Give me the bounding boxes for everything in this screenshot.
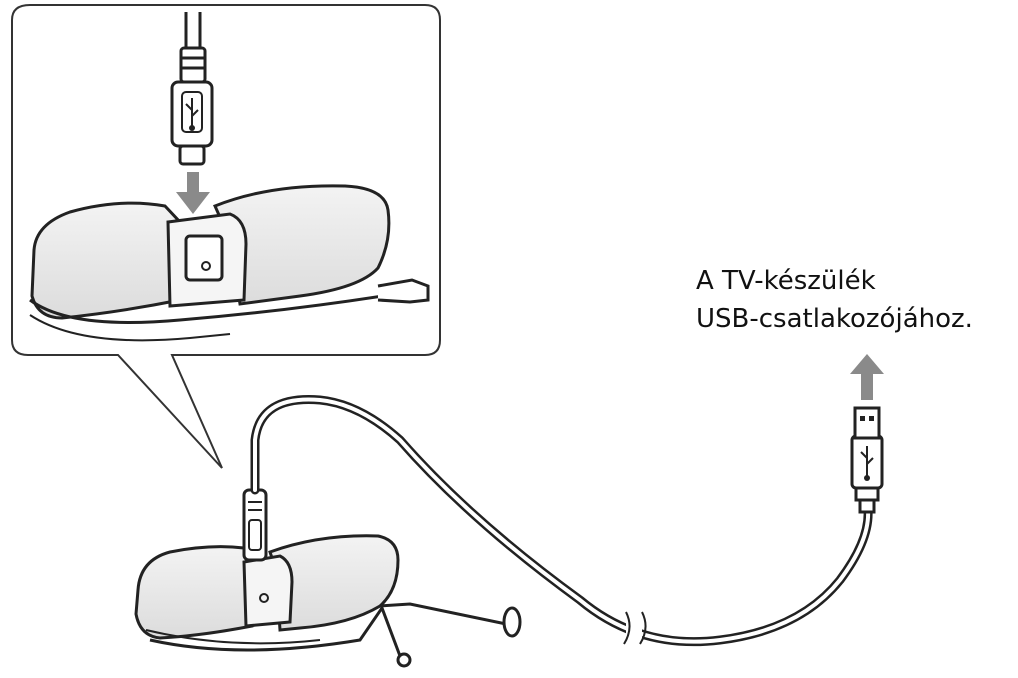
main-temple-left: [149, 604, 402, 657]
zoom-lens-right: [213, 184, 391, 306]
main-temple-right: [379, 602, 514, 626]
usb-a-plug: [850, 406, 884, 514]
main-micro-usb-plug: [242, 488, 268, 562]
main-glasses: [134, 534, 522, 668]
usb-cable: [250, 395, 873, 647]
main-bridge: [242, 554, 294, 628]
arrow-icon: [850, 354, 884, 400]
zoom-lens-left: [30, 201, 182, 320]
caption-tv-usb: A TV-készülék USB-csatlakozójához.: [696, 262, 1016, 338]
caption-line-1: A TV-készülék: [696, 266, 876, 296]
zoom-micro-usb-plug: [170, 80, 214, 166]
usb-icon: [860, 446, 874, 481]
caption-line-2: USB-csatlakozójához.: [696, 304, 973, 334]
cable-break-mark: [623, 611, 647, 645]
main-lens-left: [134, 545, 254, 640]
zoom-cable: [179, 12, 207, 84]
main-lens-right: [268, 534, 400, 632]
zoom-glasses: [29, 184, 430, 342]
arrow-icon: [176, 172, 210, 214]
zoom-temple: [377, 278, 430, 304]
usb-icon: [185, 98, 199, 131]
zoom-callout: [11, 4, 441, 469]
